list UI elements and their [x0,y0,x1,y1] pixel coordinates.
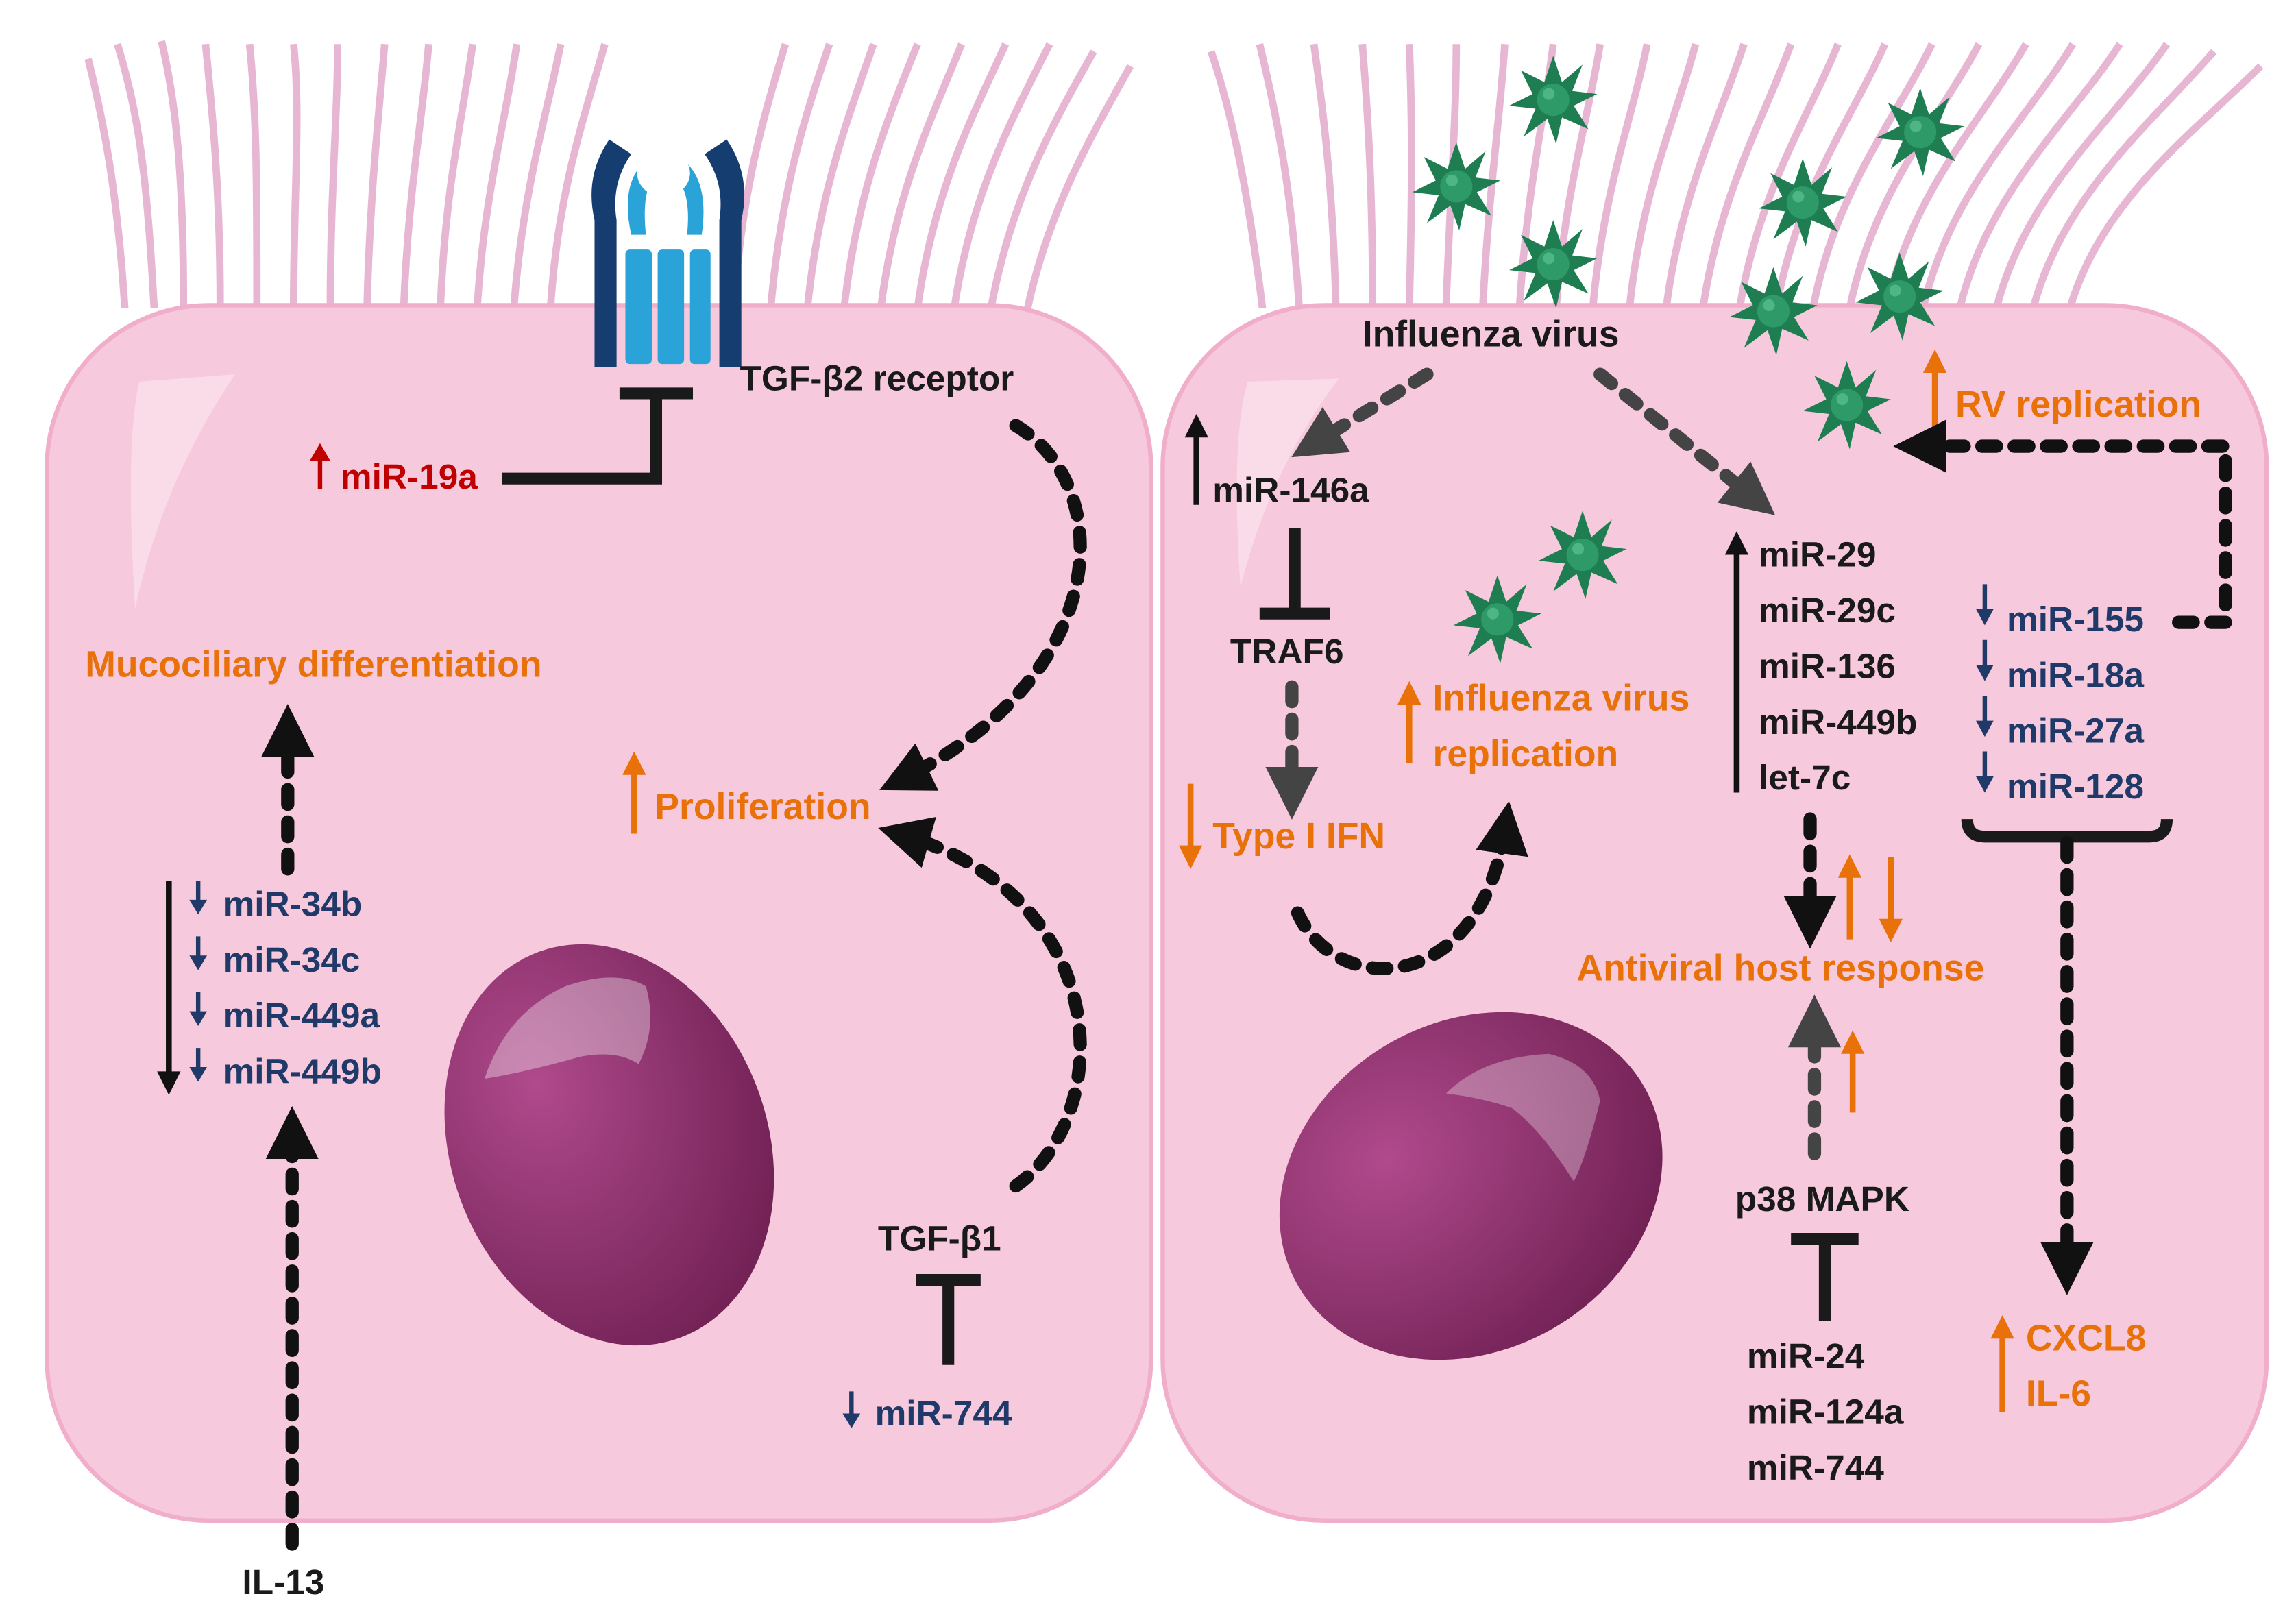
mucociliary-differentiation-label: Mucociliary differentiation [85,644,541,685]
mir146a-traf6-inhibition-line [1259,528,1330,620]
type1-ifn-label: Type I IFN [1212,816,1385,857]
mir744-inhibition-line [916,1273,981,1365]
mir29c-label: miR-29c [1759,590,1896,630]
let7c-label: let-7c [1759,757,1851,797]
down-mirs-to-rv-arrow [1893,419,2232,629]
rv-replication-up-arrow-icon [1922,349,1947,426]
mir449a-label: miR-449a [223,995,380,1035]
mir146a-label: miR-146a [1212,469,1369,509]
mir19a-inhibition-line [502,387,693,485]
p38-mapk-label: p38 MAPK [1735,1179,1909,1219]
mir155-label: miR-155 [2007,599,2144,639]
ifn-to-flu-replication-arrow [1291,800,1528,975]
mir18a-label: miR-18a [2007,654,2144,694]
traf6-label: TRAF6 [1230,631,1344,671]
up-mirs-up-arrow-icon [1724,531,1749,793]
mir29-label: miR-29 [1759,535,1876,574]
mir34-group-down-arrow-icon [157,881,181,1095]
mir744-right-label: miR-744 [1747,1447,1884,1487]
mir34c-label: miR-34c [223,940,361,979]
antiviral-updown-arrow-icons [1837,854,1903,942]
left-nucleus [444,944,774,1346]
tgf-beta2-receptor-label: TGF-β2 receptor [740,358,1014,398]
mir19a-label: miR-19a [341,456,478,496]
left-cell-cilia [84,40,1134,309]
type1-ifn-down-arrow-icon [1178,783,1203,869]
left-cell-highlight [130,374,235,609]
flu-replication-label-line1: Influenza virus [1433,678,1690,719]
influenza-to-mir29-arrow [1593,367,1776,515]
il13-label: IL-13 [242,1562,324,1602]
mir24-label: miR-24 [1747,1336,1865,1375]
cxcl8-label: CXCL8 [2026,1318,2147,1358]
mir124a-label: miR-124a [1747,1391,1904,1431]
mir34b-label: miR-34b [223,883,363,923]
influenza-to-mir146a-arrow [1291,367,1434,458]
mir27a-label: miR-27a [2007,711,2144,750]
antiviral-host-response-label: Antiviral host response [1576,948,1984,989]
p38-up-arrow-icon [1840,1030,1865,1113]
mir744-label: miR-744 [875,1393,1012,1433]
mir449b-label: miR-449b [223,1051,382,1091]
influenza-virus-label: Influenza virus [1363,314,1620,354]
flu-replication-up-arrow-icon [1397,681,1421,763]
mir449b-right-label: miR-449b [1759,702,1917,742]
tgf-beta1-label: TGF-β1 [878,1219,1001,1258]
receptor-to-proliferation-arrow [879,419,1087,791]
tgfb1-to-proliferation-arrow [878,817,1087,1193]
il6-label: IL-6 [2026,1374,2091,1415]
mir19a-up-arrow-icon [309,443,330,489]
mir744-down-arrow-icon [842,1391,861,1428]
mir128-label: miR-128 [2007,766,2144,806]
rv-replication-label: RV replication [1955,384,2201,425]
tgf-beta2-receptor-icon [591,139,745,367]
right-cell-highlight [1236,378,1339,587]
proliferation-label: Proliferation [655,787,870,827]
cxcl8-up-arrow-icon [1990,1314,2014,1412]
right-nucleus [1279,1012,1663,1360]
mir136-label: miR-136 [1759,646,1896,685]
mir146a-up-arrow-icon [1184,413,1208,505]
mir34-down-arrow-icons [189,881,208,1082]
right-cell-cilia [1208,42,2264,310]
proliferation-up-arrow-icon [622,751,646,834]
flu-replication-label-line2: replication [1433,734,1619,774]
p38-inhibition-line [1791,1233,1859,1321]
down-mirs-arrow-icons [1976,584,1994,793]
